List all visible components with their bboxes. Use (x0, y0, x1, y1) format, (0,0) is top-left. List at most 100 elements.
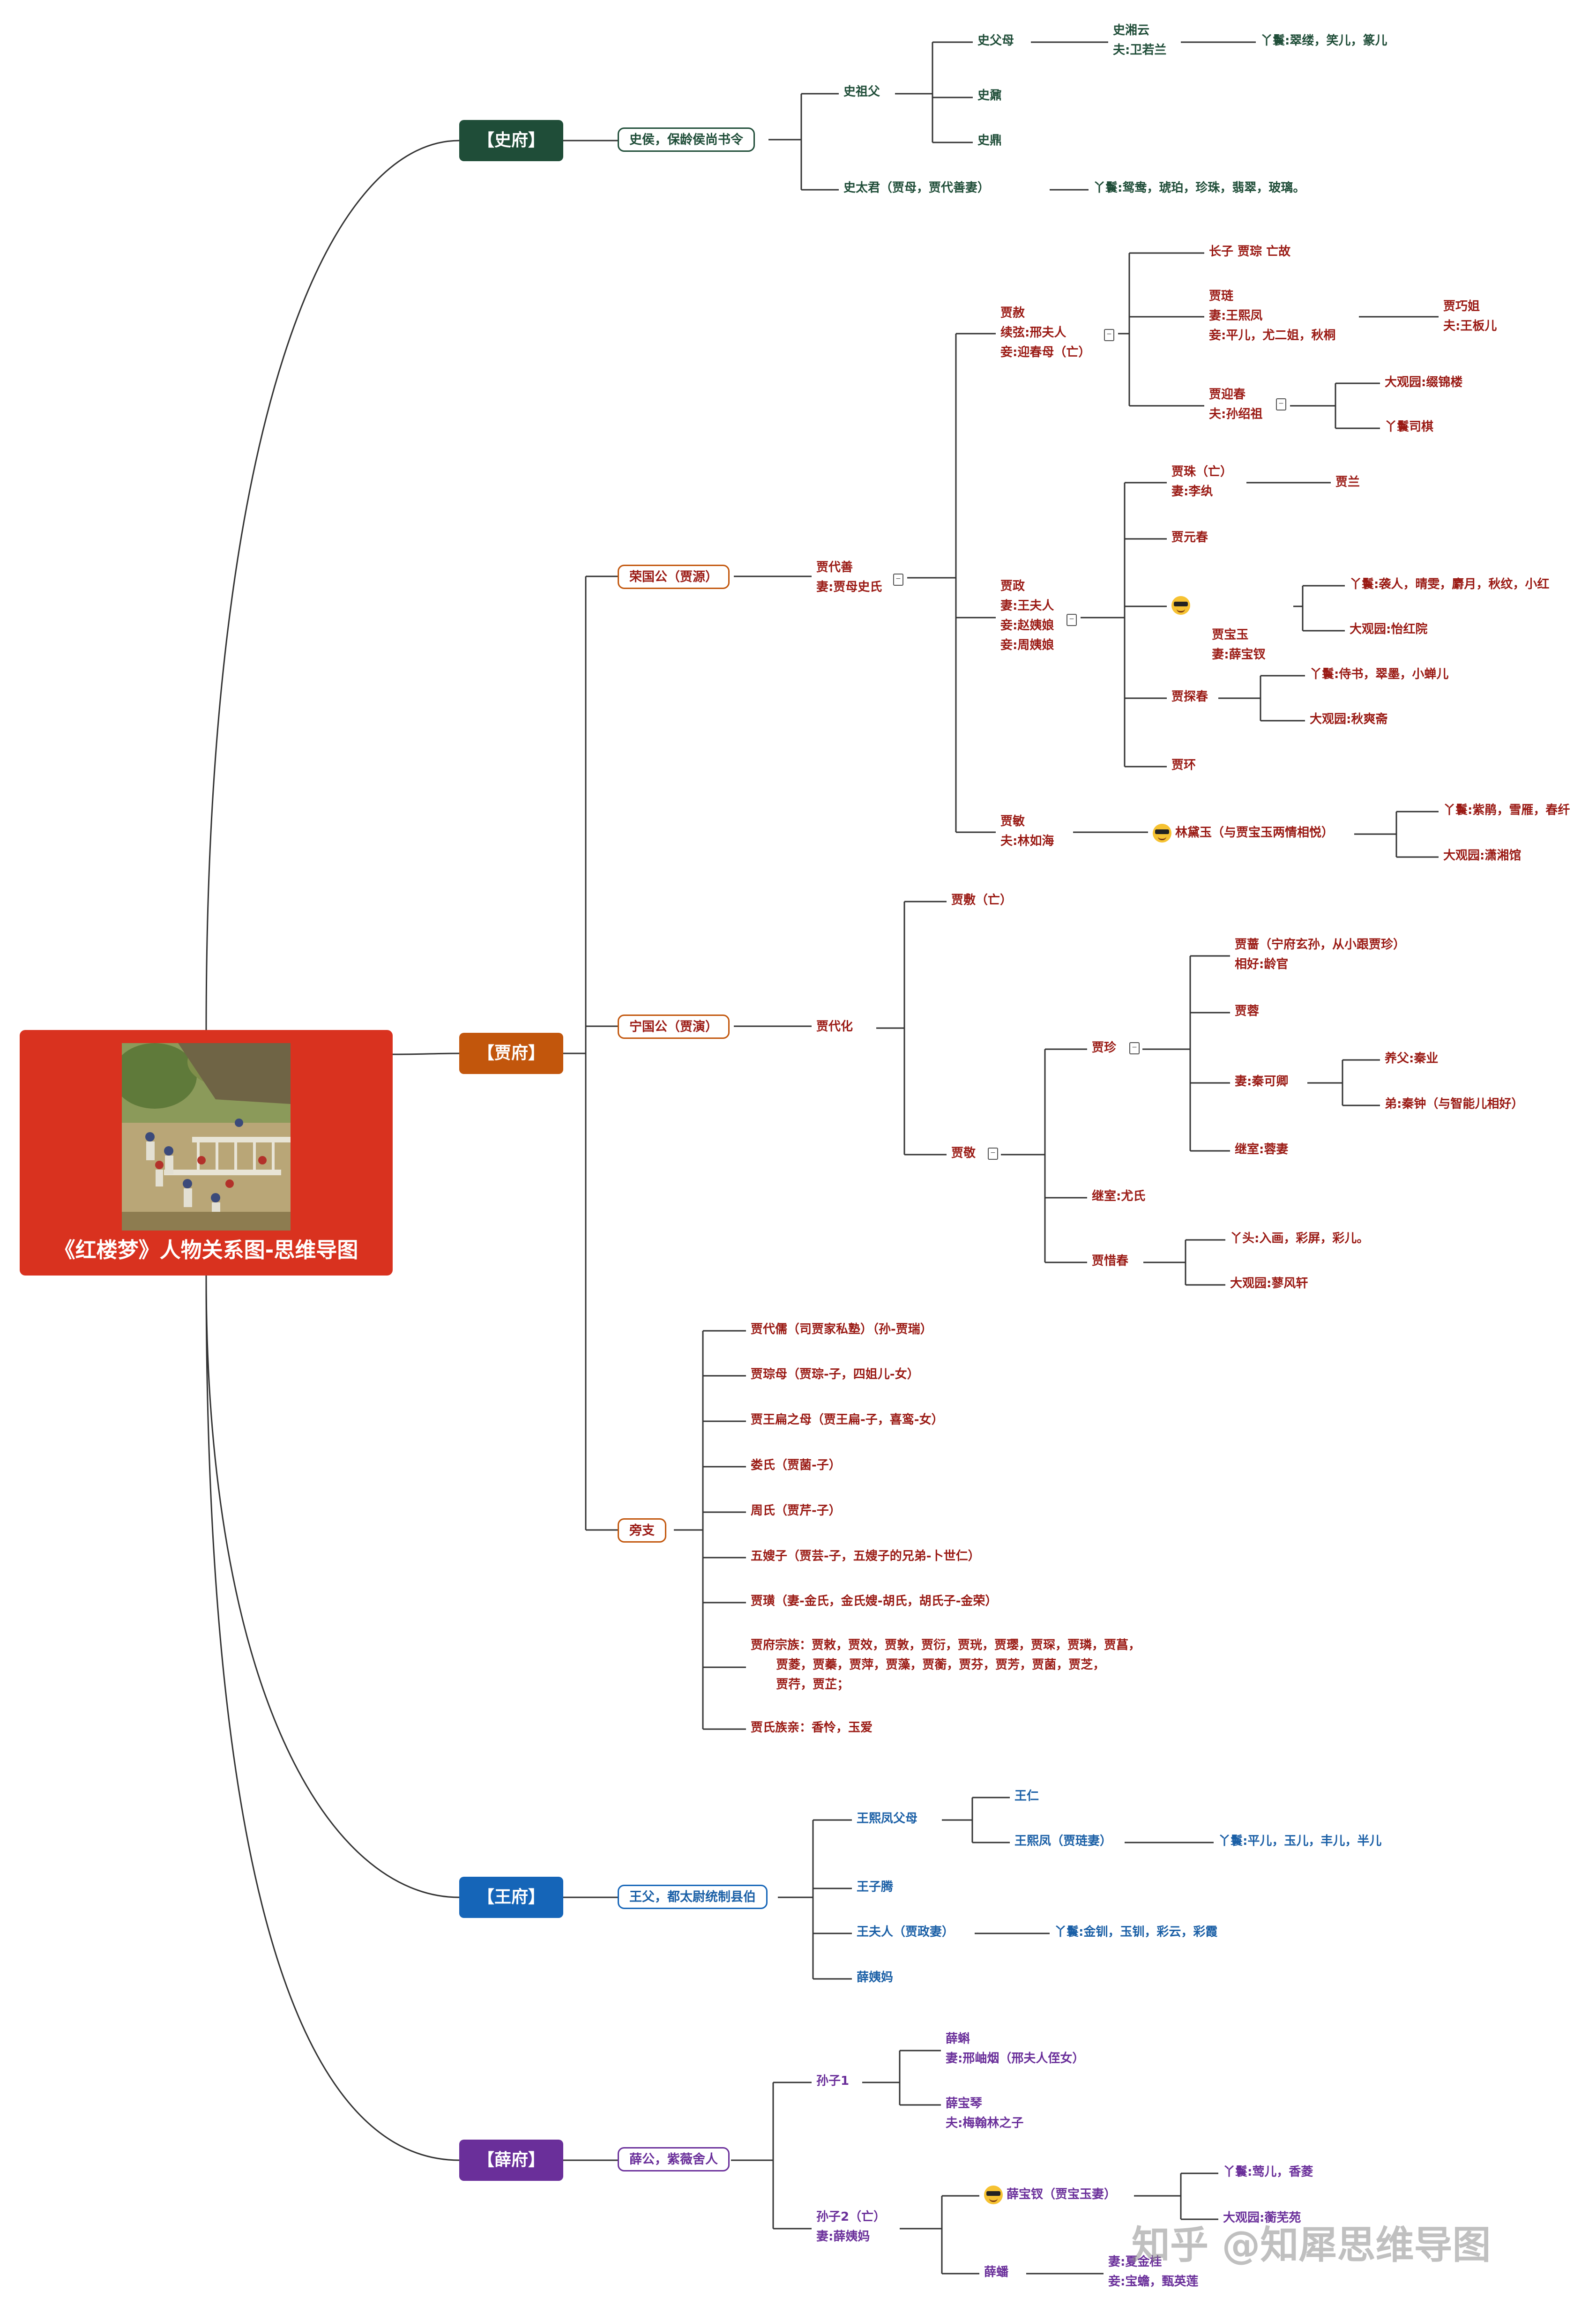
jia-yingchun-yard[interactable]: 大观园:缀锦楼 (1385, 375, 1463, 389)
branch-xue-label[interactable]: 【薛府】 (459, 2140, 563, 2181)
jia-daihua[interactable]: 贾代化 (816, 1020, 853, 1034)
jia-side-1[interactable]: 贾琮母（贾琮-子，四姐儿-女） (751, 1367, 919, 1381)
shi-taijun[interactable]: 史太君（贾母，贾代善妻） (843, 181, 990, 195)
jia-baoyu[interactable]: 贾宝玉 妻:薛宝钗 (1171, 586, 1266, 684)
jia-daiyu-text: 林黛玉（与贾宝玉两情相悦） (1175, 826, 1334, 840)
branch-wang-label[interactable]: 【王府】 (459, 1877, 563, 1918)
xue-baoqin[interactable]: 薛宝琴 夫:梅翰林之子 (946, 2097, 1024, 2130)
jia-side-2[interactable]: 贾王扁之母（贾王扁-子，喜鸾-女） (751, 1413, 944, 1427)
wang-wangren[interactable]: 王仁 (1014, 1789, 1039, 1803)
jia-jiazhu[interactable]: 贾珠（亡） 妻:李纨 (1171, 465, 1233, 499)
jia-side-7[interactable]: 贾府宗族：贾敕，贾效，贾敦，贾衍，贾珖，贾璎，贾琛，贾璘，贾菖， 贾菱，贾蓁，贾… (751, 1638, 1141, 1692)
jia-jiafu[interactable]: 贾敷（亡） (951, 893, 1013, 907)
xue-xuepan-wives[interactable]: 妻:夏金桂 妾:宝蟾，甄英莲 (1108, 2255, 1199, 2289)
jia-ningguo[interactable]: 宁国公（贾演） (618, 1015, 730, 1039)
jia-keqing[interactable]: 妻:秦可卿 (1235, 1074, 1289, 1089)
jia-daiyu-maids[interactable]: 丫鬟:紫鹃，雪雁，春纤 (1443, 803, 1570, 817)
xue-sunzi1[interactable]: 孙子1 (816, 2074, 850, 2088)
branch-shi-label[interactable]: 【史府】 (459, 120, 563, 161)
wang-xifeng-parents[interactable]: 王熙凤父母 (857, 1812, 918, 1826)
jia-side-8[interactable]: 贾氏族亲：香怜，玉爱 (751, 1721, 873, 1735)
jia-jiajing[interactable]: 贾敬 (951, 1146, 976, 1160)
jia-tanchun[interactable]: 贾探春 (1171, 690, 1208, 704)
jia-jiashe[interactable]: 贾赦 续弦:邢夫人 妾:迎春母（亡） (1000, 306, 1091, 359)
jia-side-3[interactable]: 娄氏（贾菌-子） (751, 1458, 841, 1472)
collapse-toggle-jiazheng[interactable]: − (1066, 614, 1077, 626)
wang-head[interactable]: 王父，都太尉统制县伯 (618, 1885, 768, 1909)
collapse-toggle-jiashe[interactable]: − (1104, 329, 1114, 341)
jia-daiyu-yard[interactable]: 大观园:潇湘馆 (1443, 849, 1521, 863)
jia-jiaqiang[interactable]: 贾蔷（宁府玄孙，从小跟贾珍） 相好:龄官 (1235, 938, 1406, 971)
wang-ziteng[interactable]: 王子腾 (857, 1880, 894, 1894)
shi-xiangyun[interactable]: 史湘云 夫:卫若兰 (1113, 23, 1167, 57)
jia-xichun-yard[interactable]: 大观园:蓼风轩 (1230, 1276, 1308, 1291)
jia-side-0[interactable]: 贾代儒（司贾家私塾）（孙-贾瑞） (751, 1322, 932, 1336)
jia-side-5[interactable]: 五嫂子（贾芸-子，五嫂子的兄弟-卜世仁） (751, 1549, 980, 1563)
root-node[interactable]: 《红楼梦》人物关系图-思维导图 (20, 1030, 393, 1276)
connector-curve (205, 1275, 460, 1898)
collapse-toggle-yingchun[interactable]: − (1276, 398, 1286, 410)
xue-baochai-maids[interactable]: 丫鬟:莺儿，香菱 (1223, 2165, 1313, 2179)
xue-baochai[interactable]: 薛宝钗（贾宝玉妻） (984, 2185, 1116, 2204)
collapse-toggle-jiajing[interactable]: − (988, 1148, 998, 1160)
jia-daiyu[interactable]: 林黛玉（与贾宝玉两情相悦） (1153, 823, 1334, 843)
wang-wangfuren-maids[interactable]: 丫鬟:金钏，玉钏，彩云，彩霞 (1054, 1925, 1218, 1939)
jia-xichun[interactable]: 贾惜春 (1092, 1254, 1129, 1268)
jia-tanchun-maids[interactable]: 丫鬟:侍书，翠墨，小蝉儿 (1310, 667, 1449, 681)
xue-baochai-yard[interactable]: 大观园:蘅芜苑 (1223, 2211, 1301, 2225)
jia-tanchun-yard[interactable]: 大观园:秋爽斋 (1310, 712, 1388, 726)
jia-keqing-brother[interactable]: 弟:秦钟（与智能儿相好） (1385, 1097, 1524, 1111)
jia-yingchun[interactable]: 贾迎春 夫:孙绍祖 (1209, 388, 1263, 421)
shi-shiding[interactable]: 史鼎 (977, 134, 1002, 148)
jia-qiaojie[interactable]: 贾巧姐 夫:王板儿 (1443, 299, 1497, 333)
shi-zufu[interactable]: 史祖父 (843, 85, 880, 99)
jia-side-6[interactable]: 贾璜（妻-金氏，金氏嫂-胡氏，胡氏子-金荣） (751, 1594, 998, 1608)
jia-jiamin[interactable]: 贾敏 夫:林如海 (1000, 814, 1054, 848)
jia-yingchun-maid[interactable]: 丫鬟司棋 (1385, 420, 1434, 434)
jia-yuanchun[interactable]: 贾元春 (1171, 530, 1208, 545)
shi-xiangyun-maids[interactable]: 丫鬟:翠缕，笑儿，篆儿 (1260, 34, 1387, 48)
jia-xushi[interactable]: 继室:蓉妻 (1235, 1142, 1289, 1156)
xue-xueke[interactable]: 薛蝌 妻:邢岫烟（邢夫人侄女） (946, 2032, 1085, 2066)
root-painting-image (122, 1043, 291, 1231)
connector-curve (205, 140, 460, 1030)
wang-xueyima[interactable]: 薛姨妈 (857, 1970, 894, 1985)
collapse-toggle-jiazhen[interactable]: − (1129, 1042, 1140, 1054)
connector-curve (392, 1052, 460, 1055)
collapse-toggle-daishan[interactable]: − (893, 574, 903, 586)
root-title: 《红楼梦》人物关系图-思维导图 (54, 1238, 358, 1262)
jia-jiahuan[interactable]: 贾环 (1171, 758, 1196, 772)
wang-xifeng-maids[interactable]: 丫鬟:平儿，玉儿，丰儿，半儿 (1218, 1834, 1382, 1848)
jia-rongguo[interactable]: 荣国公（贾源） (618, 565, 730, 589)
jia-baoyu-text: 贾宝玉 妻:薛宝钗 (1212, 628, 1266, 662)
shi-head[interactable]: 史侯，保龄侯尚书令 (618, 127, 755, 152)
jia-daishan[interactable]: 贾代善 妻:贾母史氏 (816, 560, 882, 594)
jia-jiazhen[interactable]: 贾珍 (1092, 1041, 1117, 1055)
shi-fumu[interactable]: 史父母 (977, 34, 1014, 48)
jia-jiazheng[interactable]: 贾政 妻:王夫人 妾:赵姨娘 妾:周姨娘 (1000, 579, 1054, 652)
xue-head[interactable]: 薛公，紫薇舍人 (618, 2147, 730, 2171)
shi-taijun-maids[interactable]: 丫鬟:鸳鸯，琥珀，珍珠，翡翠，玻璃。 (1093, 181, 1305, 195)
jia-pangzhi[interactable]: 旁支 (618, 1518, 666, 1543)
xue-baochai-text: 薛宝钗（贾宝玉妻） (1007, 2187, 1117, 2201)
connector-curve (205, 1275, 460, 2161)
shi-shinai[interactable]: 史鼐 (977, 89, 1002, 103)
jia-jialian[interactable]: 贾琏 妻:王熙凤 妾:平儿，尤二姐，秋桐 (1209, 289, 1336, 343)
jia-baoyu-maids[interactable]: 丫鬟:袭人，晴雯，麝月，秋纹，小红 (1350, 577, 1550, 591)
wang-xifeng[interactable]: 王熙凤（贾琏妻） (1014, 1834, 1112, 1848)
jia-xichun-maids[interactable]: 丫头:入画，彩屏，彩儿。 (1230, 1231, 1369, 1246)
jia-baoyu-yard[interactable]: 大观园:怡红院 (1350, 622, 1428, 636)
xue-xuepan[interactable]: 薛蟠 (984, 2265, 1009, 2279)
cool-face-icon (1153, 823, 1171, 843)
xue-sunzi2[interactable]: 孙子2（亡） 妻:薛姨妈 (816, 2210, 886, 2244)
jia-jiacong[interactable]: 长子 贾琮 亡故 (1209, 245, 1291, 259)
jia-keqing-father[interactable]: 养父:秦业 (1385, 1052, 1439, 1066)
watermark: 知乎 @知犀思维导图 (1132, 2223, 1491, 2268)
jia-side-4[interactable]: 周氏（贾芹-子） (751, 1504, 841, 1518)
jia-jiarong[interactable]: 贾蓉 (1235, 1004, 1260, 1018)
cool-face-icon (984, 2185, 1003, 2204)
wang-wangfuren[interactable]: 王夫人（贾政妻） (857, 1925, 955, 1939)
jia-jialan[interactable]: 贾兰 (1335, 475, 1360, 489)
jia-youshi[interactable]: 继室:尤氏 (1092, 1189, 1146, 1203)
branch-jia-label[interactable]: 【贾府】 (459, 1033, 563, 1074)
